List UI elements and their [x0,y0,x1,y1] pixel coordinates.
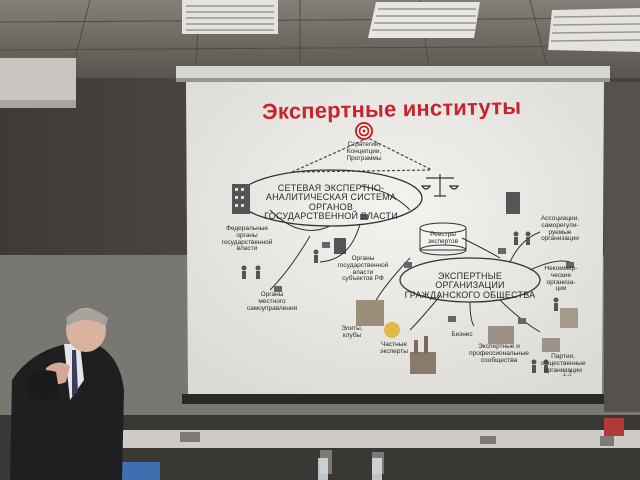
elites-label: Элиты,клубы [341,325,363,339]
ceiling-lights [182,0,640,52]
slide-page-number: 13 [562,368,573,378]
triangle-label: Стратегии,Концепции,Программы [346,141,382,162]
projection-screen [186,82,604,398]
network-system-label: СЕТЕВАЯ ЭКСПЕРТНО-АНАЛИТИЧЕСКАЯ СИСТЕМА … [264,183,398,222]
presenter [10,308,124,480]
laptop-icons [274,214,574,324]
slide-diagram [232,122,578,374]
business-label: Бизнес [451,331,473,338]
people-icons [241,231,559,373]
